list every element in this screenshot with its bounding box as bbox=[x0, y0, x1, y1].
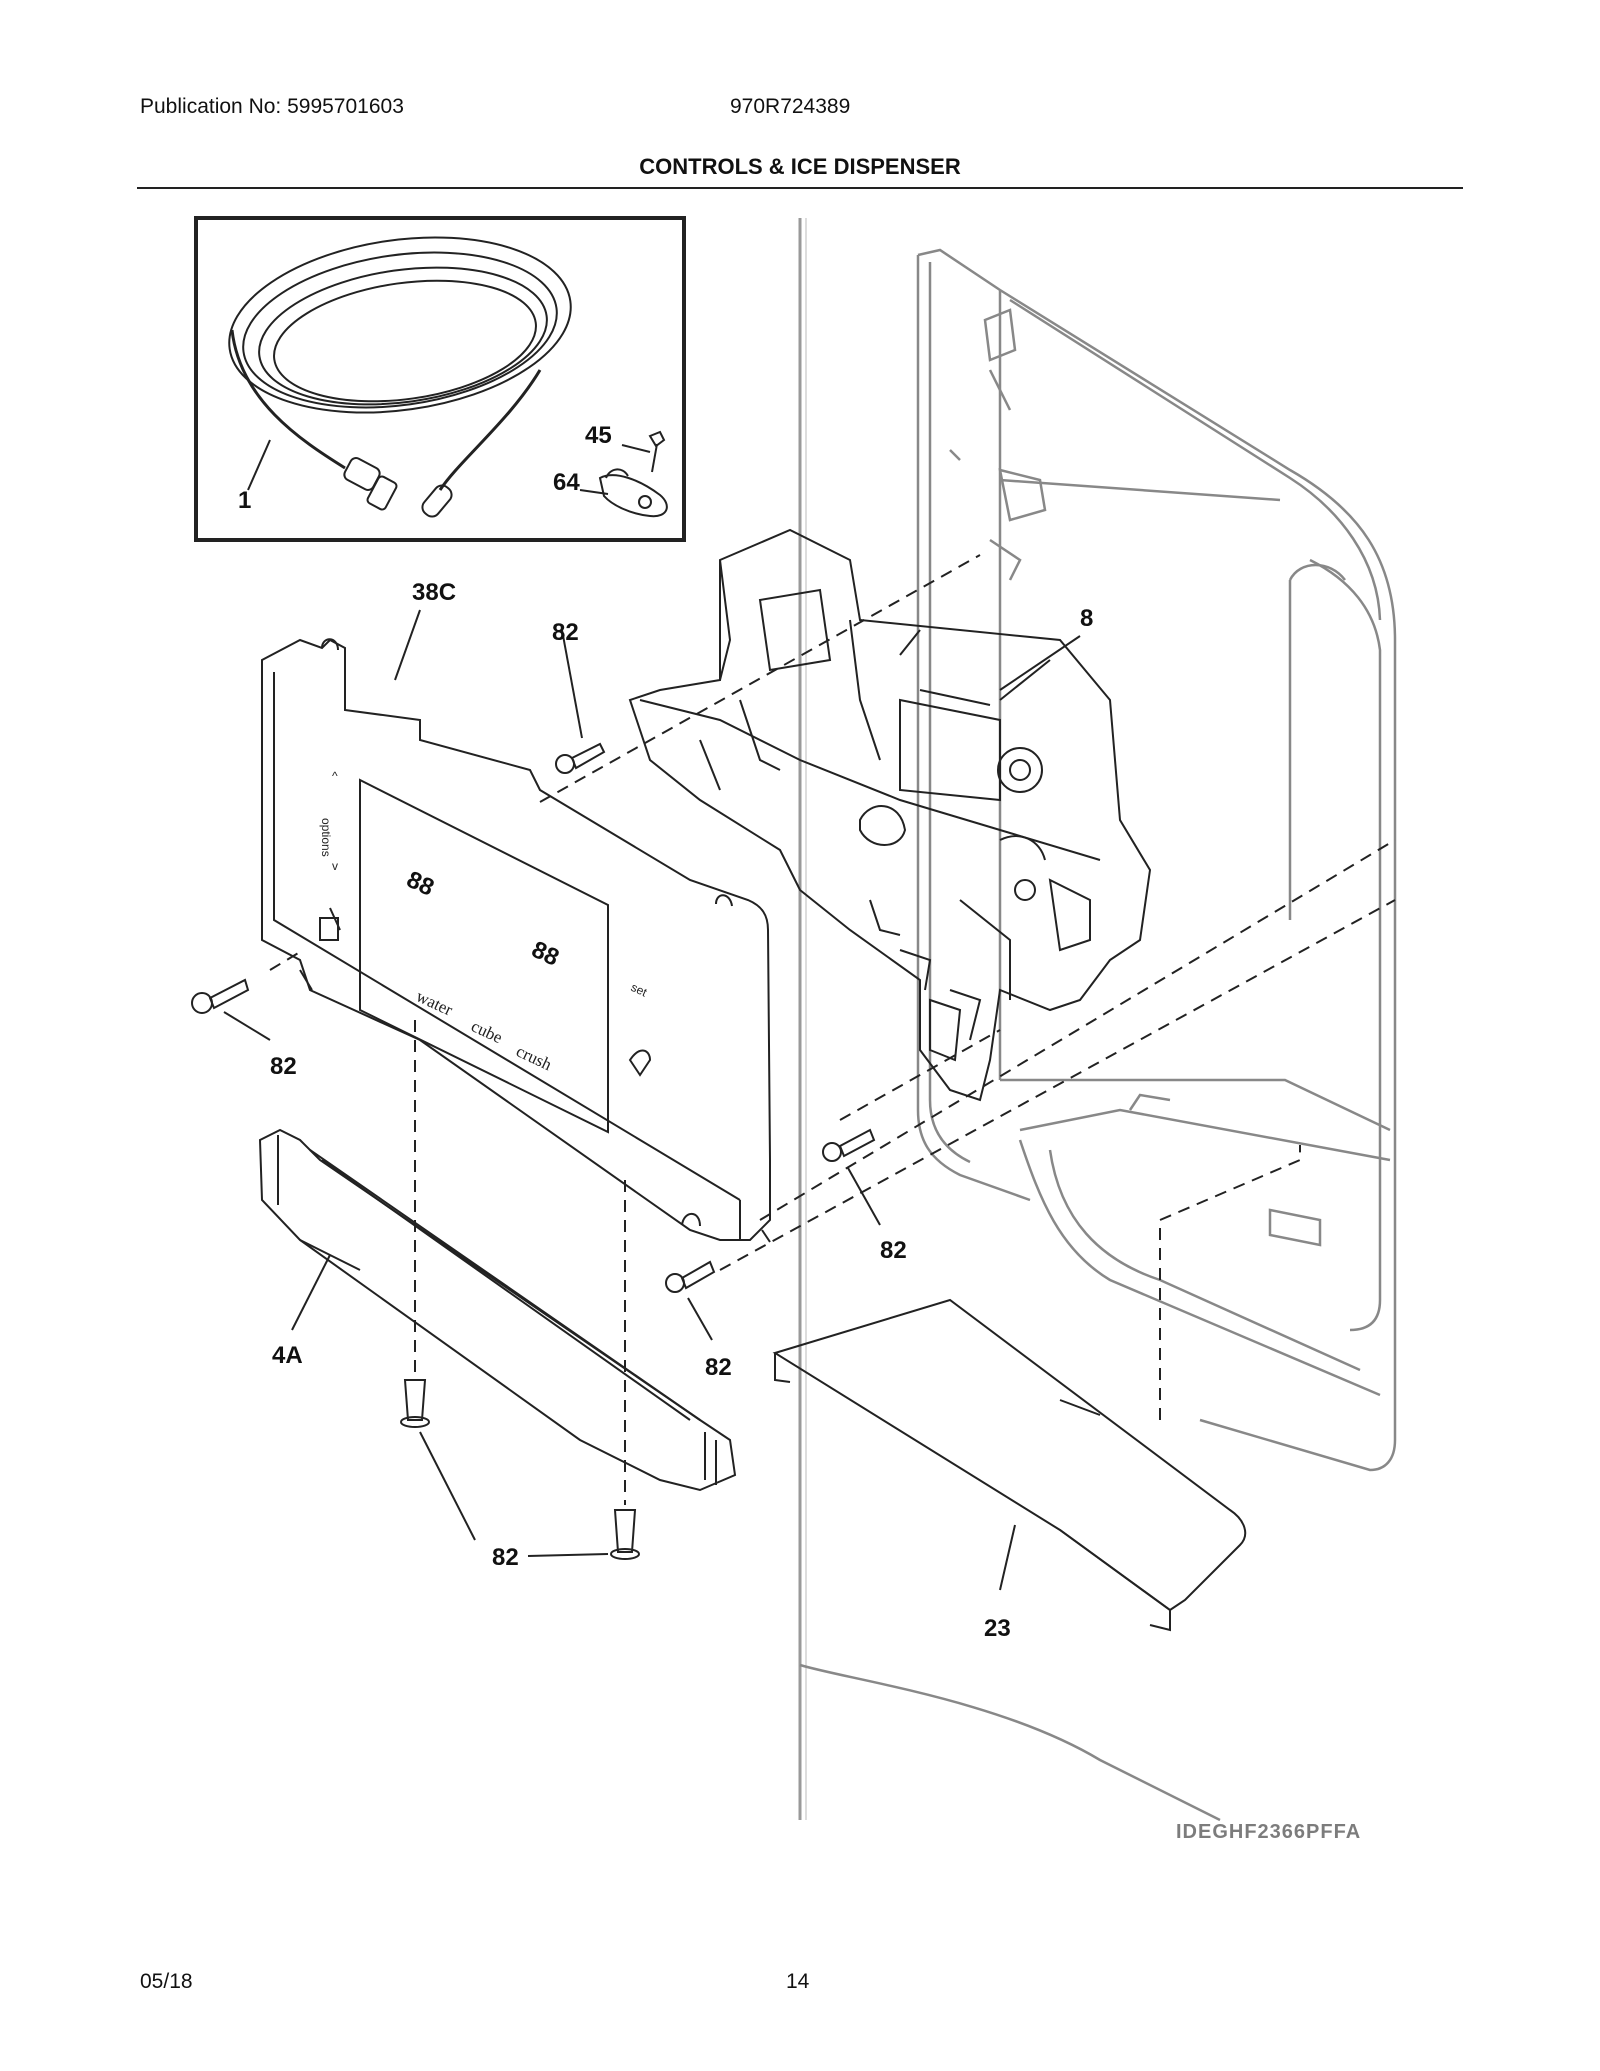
leader-45 bbox=[621, 444, 651, 453]
screw-lower-right bbox=[665, 1260, 716, 1293]
water-tubing bbox=[228, 236, 572, 518]
leader-4A bbox=[291, 1254, 331, 1331]
screw-upper bbox=[555, 742, 606, 774]
control-panel bbox=[261, 638, 771, 1243]
leader-23 bbox=[999, 1524, 1016, 1591]
callout-82-bottom: 82 bbox=[492, 1544, 519, 1571]
dispenser-housing bbox=[628, 528, 1152, 1102]
panel-crush-label: crush bbox=[513, 1041, 555, 1074]
leader-82-bottom-a bbox=[419, 1431, 476, 1541]
svg-text:^: ^ bbox=[332, 769, 338, 783]
panel-water-label: water bbox=[413, 986, 456, 1019]
publication-number: Publication No: 5995701603 bbox=[140, 95, 404, 118]
callout-4A: 4A bbox=[272, 1342, 303, 1369]
callout-8: 8 bbox=[1080, 605, 1093, 632]
leader-82-bottom-b bbox=[527, 1553, 609, 1557]
callout-64: 64 bbox=[553, 469, 580, 496]
callout-labels: 1 45 64 38C 82 8 82 4A 82 82 82 23 IDEGH… bbox=[238, 422, 1361, 1843]
dispenser-trim bbox=[258, 1128, 737, 1492]
leader-82-upper bbox=[561, 629, 583, 739]
callout-82-upper: 82 bbox=[552, 619, 579, 646]
leader-64 bbox=[579, 489, 609, 495]
panel-set-label: set bbox=[629, 980, 650, 1000]
svg-text:v: v bbox=[332, 859, 338, 873]
drip-tray bbox=[772, 1298, 1247, 1632]
callout-1: 1 bbox=[238, 487, 251, 514]
footer-date: 05/18 bbox=[140, 1970, 193, 1993]
panel-freezer-display: 88 bbox=[402, 866, 438, 902]
screw-bottom-right bbox=[610, 1509, 640, 1560]
leader-38C bbox=[394, 609, 421, 681]
screw-mid-right bbox=[822, 1128, 876, 1162]
callout-23: 23 bbox=[984, 1615, 1011, 1642]
page-number: 14 bbox=[786, 1970, 810, 1993]
callout-82-mid-right: 82 bbox=[880, 1237, 907, 1264]
header-rule bbox=[137, 187, 1463, 189]
alignment-lines bbox=[269, 554, 1396, 1505]
callout-38C: 38C bbox=[412, 579, 456, 606]
tube-clamp bbox=[598, 468, 668, 518]
callout-82-lower-right: 82 bbox=[705, 1354, 732, 1381]
leader-82-lower bbox=[687, 1297, 713, 1341]
screw-left bbox=[191, 978, 250, 1014]
panel-markings: ^ v water cube crush options set 88 88 bbox=[319, 769, 650, 1074]
screw-bottom-left bbox=[400, 1379, 430, 1428]
leader-1 bbox=[247, 439, 271, 491]
panel-fridge-display: 88 bbox=[527, 936, 563, 972]
inset-box bbox=[194, 216, 686, 542]
leader-82-mid bbox=[847, 1167, 881, 1226]
panel-cube-label: cube bbox=[468, 1016, 505, 1047]
inset-screw bbox=[648, 430, 666, 473]
drawing-code: IDEGHF2366PFFA bbox=[1176, 1821, 1361, 1843]
leader-82-left bbox=[223, 1011, 271, 1041]
panel-options-label: options bbox=[319, 818, 333, 857]
door-liner bbox=[799, 248, 1397, 1822]
leader-8 bbox=[999, 635, 1081, 691]
callout-45: 45 bbox=[585, 422, 612, 449]
page-title: CONTROLS & ICE DISPENSER bbox=[639, 154, 961, 179]
callout-82-left: 82 bbox=[270, 1053, 297, 1080]
model-number: 970R724389 bbox=[730, 95, 851, 118]
